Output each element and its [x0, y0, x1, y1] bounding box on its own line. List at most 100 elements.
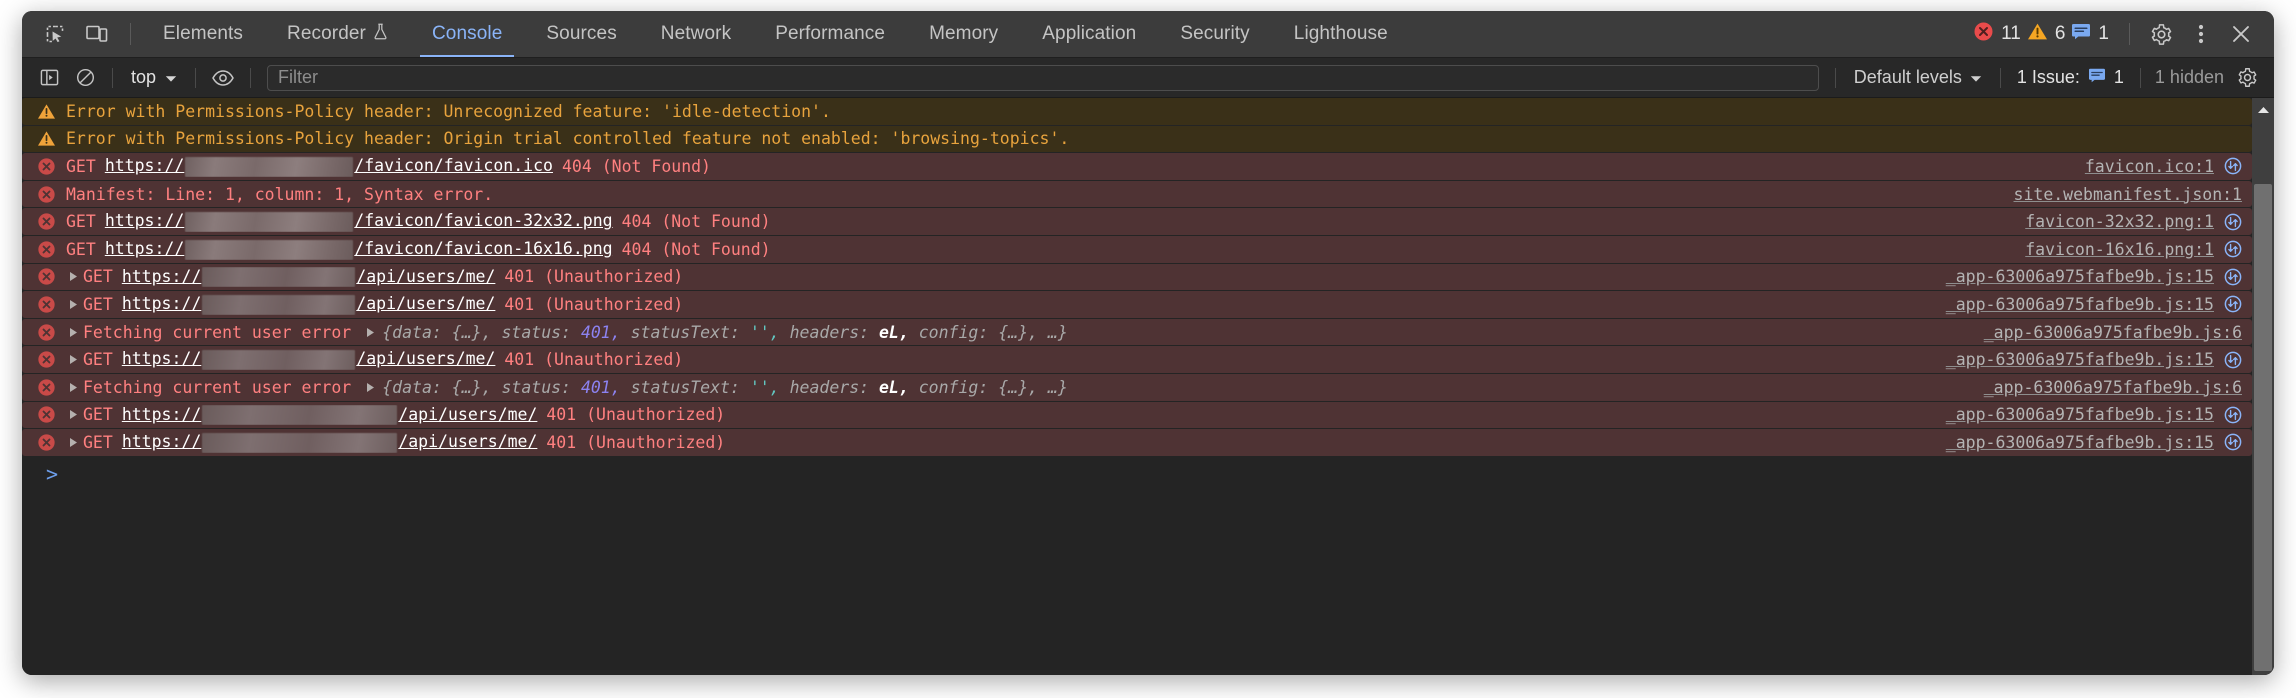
url-path: /api/users/me/: [398, 432, 538, 452]
network-request-icon[interactable]: [2223, 157, 2242, 176]
tab-sources[interactable]: Sources: [524, 11, 638, 57]
expand-triangle-icon[interactable]: [66, 437, 80, 448]
gear-icon[interactable]: [2142, 17, 2180, 51]
tab-recorder[interactable]: Recorder: [265, 11, 410, 57]
scroll-up-arrow-icon[interactable]: [2252, 98, 2274, 122]
request-url-link[interactable]: https:///favicon/favicon-16x16.png: [105, 239, 613, 260]
console-settings-gear-icon[interactable]: [2230, 63, 2264, 93]
console-message-row[interactable]: Error with Permissions-Policy header: Un…: [22, 98, 2252, 125]
expand-triangle-icon[interactable]: [66, 382, 80, 393]
filter-input[interactable]: [267, 64, 1819, 91]
error-counter[interactable]: 11: [1973, 21, 2021, 48]
object-preview[interactable]: {data: {…}, status: 401, statusText: '',…: [382, 377, 1068, 397]
issues-count: 1: [2113, 67, 2124, 87]
live-expression-eye-icon[interactable]: [206, 63, 240, 93]
source-location-link[interactable]: _app-63006a975fafbe9b.js:15: [1945, 267, 2214, 287]
tab-elements-label: Elements: [163, 23, 244, 44]
request-url-link[interactable]: https:///api/users/me/: [122, 267, 495, 288]
object-preview[interactable]: {data: {…}, status: 401, statusText: '',…: [382, 322, 1068, 342]
info-counter[interactable]: 1: [2071, 22, 2109, 46]
expand-object-triangle-icon[interactable]: [363, 382, 377, 393]
tab-lighthouse[interactable]: Lighthouse: [1272, 11, 1410, 57]
issues-button[interactable]: 1 Issue: 1: [2011, 63, 2130, 92]
message-body: Manifest: Line: 1, column: 1, Syntax err…: [66, 184, 494, 204]
tab-network[interactable]: Network: [639, 11, 753, 57]
chevron-down-icon: [1970, 67, 1982, 88]
expand-triangle-icon[interactable]: [66, 354, 80, 365]
inspect-element-icon[interactable]: [36, 17, 74, 51]
device-toolbar-icon[interactable]: [78, 17, 116, 51]
expand-triangle-icon[interactable]: [66, 409, 80, 420]
console-message-row[interactable]: Error with Permissions-Policy header: Or…: [22, 125, 2252, 153]
tab-application[interactable]: Application: [1020, 11, 1158, 57]
source-location-link[interactable]: _app-63006a975fafbe9b.js:6: [1983, 377, 2242, 397]
expand-triangle-icon[interactable]: [66, 327, 80, 338]
message-source-group: _app-63006a975fafbe9b.js:15: [1922, 350, 2242, 369]
expand-triangle-icon[interactable]: [66, 271, 80, 282]
tab-memory[interactable]: Memory: [907, 11, 1020, 57]
log-level-selector[interactable]: Default levels: [1846, 63, 1990, 92]
message-body: Fetching current user error: [83, 322, 352, 342]
console-prompt-row[interactable]: >: [22, 457, 2252, 491]
filterbar-divider-3: [250, 67, 252, 88]
console-message-row[interactable]: Fetching current user error{data: {…}, s…: [22, 373, 2252, 401]
devtools-tabbar: Elements Recorder Console Sources Networ…: [22, 11, 2274, 58]
request-url-link[interactable]: https:///favicon/favicon.ico: [105, 156, 553, 177]
network-request-icon[interactable]: [2223, 350, 2242, 369]
hidden-messages-label[interactable]: 1 hidden: [2154, 67, 2224, 87]
source-location-link[interactable]: favicon.ico:1: [2084, 156, 2214, 176]
request-url-link[interactable]: https:///api/users/me/: [122, 432, 538, 453]
console-message-area[interactable]: Error with Permissions-Policy header: Un…: [22, 98, 2274, 675]
url-path: /favicon/favicon-32x32.png: [354, 211, 613, 231]
tab-elements[interactable]: Elements: [141, 11, 265, 57]
tab-performance[interactable]: Performance: [753, 11, 907, 57]
network-request-icon[interactable]: [2223, 267, 2242, 286]
scrollbar-thumb[interactable]: [2254, 184, 2272, 671]
source-location-link[interactable]: _app-63006a975fafbe9b.js:15: [1945, 432, 2214, 452]
request-url-link[interactable]: https:///api/users/me/: [122, 294, 495, 315]
console-message-text: Fetching current user error{data: {…}, s…: [83, 378, 1068, 397]
message-source-group: _app-63006a975fafbe9b.js:6: [1960, 378, 2242, 397]
error-circle-icon: [36, 378, 57, 397]
request-url-link[interactable]: https:///favicon/favicon-32x32.png: [105, 211, 613, 232]
tab-security[interactable]: Security: [1158, 11, 1271, 57]
console-sidebar-icon[interactable]: [32, 63, 66, 93]
expand-triangle-icon[interactable]: [66, 299, 80, 310]
console-message-row[interactable]: Manifest: Line: 1, column: 1, Syntax err…: [22, 180, 2252, 208]
source-location-link[interactable]: _app-63006a975fafbe9b.js:15: [1945, 350, 2214, 370]
prompt-caret-icon: >: [46, 461, 59, 486]
network-request-icon[interactable]: [2223, 405, 2242, 424]
console-scrollbar[interactable]: [2252, 98, 2274, 675]
execution-context-selector[interactable]: top: [123, 63, 185, 92]
request-url-link[interactable]: https:///api/users/me/: [122, 349, 495, 370]
source-location-link[interactable]: favicon-32x32.png:1: [2025, 212, 2214, 232]
source-location-link[interactable]: _app-63006a975fafbe9b.js:6: [1983, 322, 2242, 342]
network-request-icon[interactable]: [2223, 433, 2242, 452]
network-request-icon[interactable]: [2223, 295, 2242, 314]
console-message-row[interactable]: Fetching current user error {data: {…}, s…: [22, 318, 2252, 346]
close-icon[interactable]: [2222, 17, 2260, 51]
kebab-menu-icon[interactable]: [2182, 17, 2220, 51]
tab-console[interactable]: Console: [410, 11, 524, 57]
source-location-link[interactable]: _app-63006a975fafbe9b.js:15: [1945, 405, 2214, 425]
warning-counter[interactable]: 6: [2027, 22, 2065, 47]
http-status-code: 401 (Unauthorized): [546, 432, 726, 452]
clear-console-icon[interactable]: [68, 63, 102, 93]
expand-object-triangle-icon[interactable]: [363, 327, 377, 338]
source-location-link[interactable]: site.webmanifest.json:1: [2013, 184, 2242, 204]
http-status-code: 401 (Unauthorized): [504, 267, 684, 287]
source-location-link[interactable]: favicon-16x16.png:1: [2025, 239, 2214, 259]
network-request-icon[interactable]: [2223, 240, 2242, 259]
network-request-icon[interactable]: [2223, 212, 2242, 231]
request-url-link[interactable]: https:///api/users/me/: [122, 405, 537, 426]
source-location-link[interactable]: _app-63006a975fafbe9b.js:15: [1945, 294, 2214, 314]
